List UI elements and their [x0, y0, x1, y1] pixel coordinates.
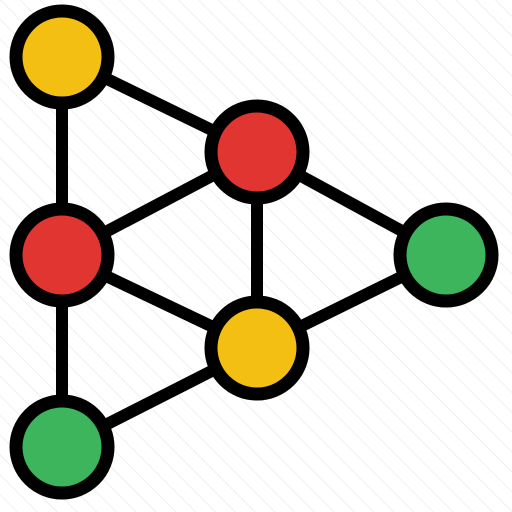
node-green-n6: [9, 394, 115, 500]
node-group: [9, 4, 499, 500]
node-yellow-n5: [204, 295, 310, 401]
node-red-n3: [9, 202, 115, 308]
node-yellow-n1: [9, 4, 115, 110]
node-green-n4: [393, 202, 499, 308]
node-red-n2: [204, 99, 310, 205]
